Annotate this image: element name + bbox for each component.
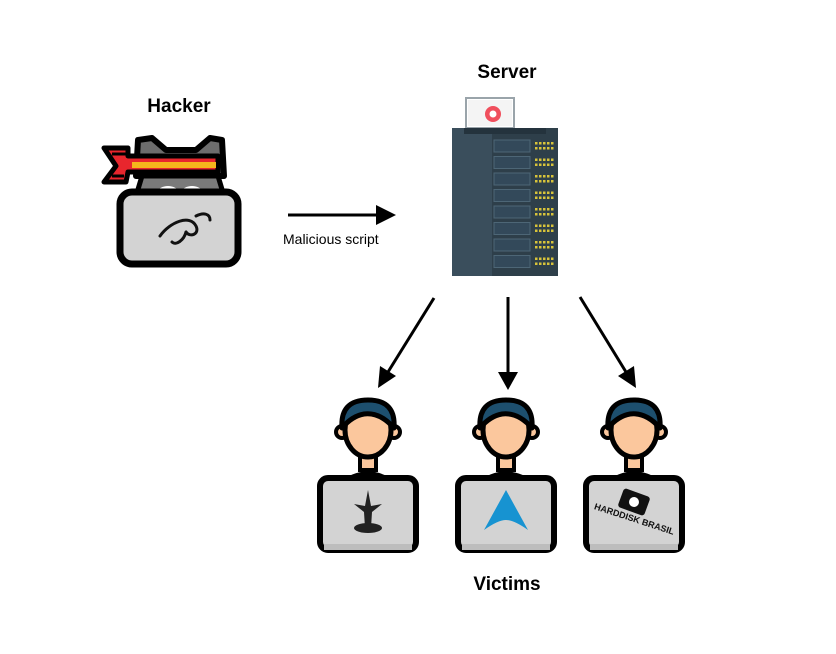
server-label: Server bbox=[477, 62, 537, 83]
server-drive-slot bbox=[493, 139, 554, 153]
xwing-logo-icon bbox=[354, 490, 382, 533]
server-drive-slot bbox=[493, 189, 554, 202]
victim-icon bbox=[455, 397, 557, 553]
hacker-icon bbox=[101, 135, 242, 268]
server-drive-slot bbox=[493, 205, 554, 219]
arrow-server-to-victim-right bbox=[578, 296, 636, 388]
server-icon bbox=[452, 97, 558, 276]
server-slots bbox=[493, 139, 554, 268]
server-drive-slot bbox=[493, 156, 554, 169]
arrow-server-to-victim-left bbox=[378, 297, 436, 388]
server-drive-slot bbox=[493, 222, 554, 235]
arrow-server-to-victim-center bbox=[498, 297, 518, 390]
victims-group: HARDDISK BRASIL bbox=[317, 397, 685, 553]
malicious-script-label: Malicious script bbox=[283, 231, 379, 247]
server-drive-slot bbox=[493, 238, 554, 252]
victims-label: Victims bbox=[473, 574, 541, 595]
server-drive-slot bbox=[493, 255, 554, 268]
victim-icon: HARDDISK BRASIL bbox=[583, 397, 685, 553]
arrow-hacker-to-server bbox=[288, 205, 396, 225]
server-drive-slot bbox=[493, 172, 554, 186]
arch-logo-icon bbox=[484, 490, 528, 530]
hacker-label: Hacker bbox=[147, 96, 211, 117]
victim-icon bbox=[317, 397, 419, 553]
